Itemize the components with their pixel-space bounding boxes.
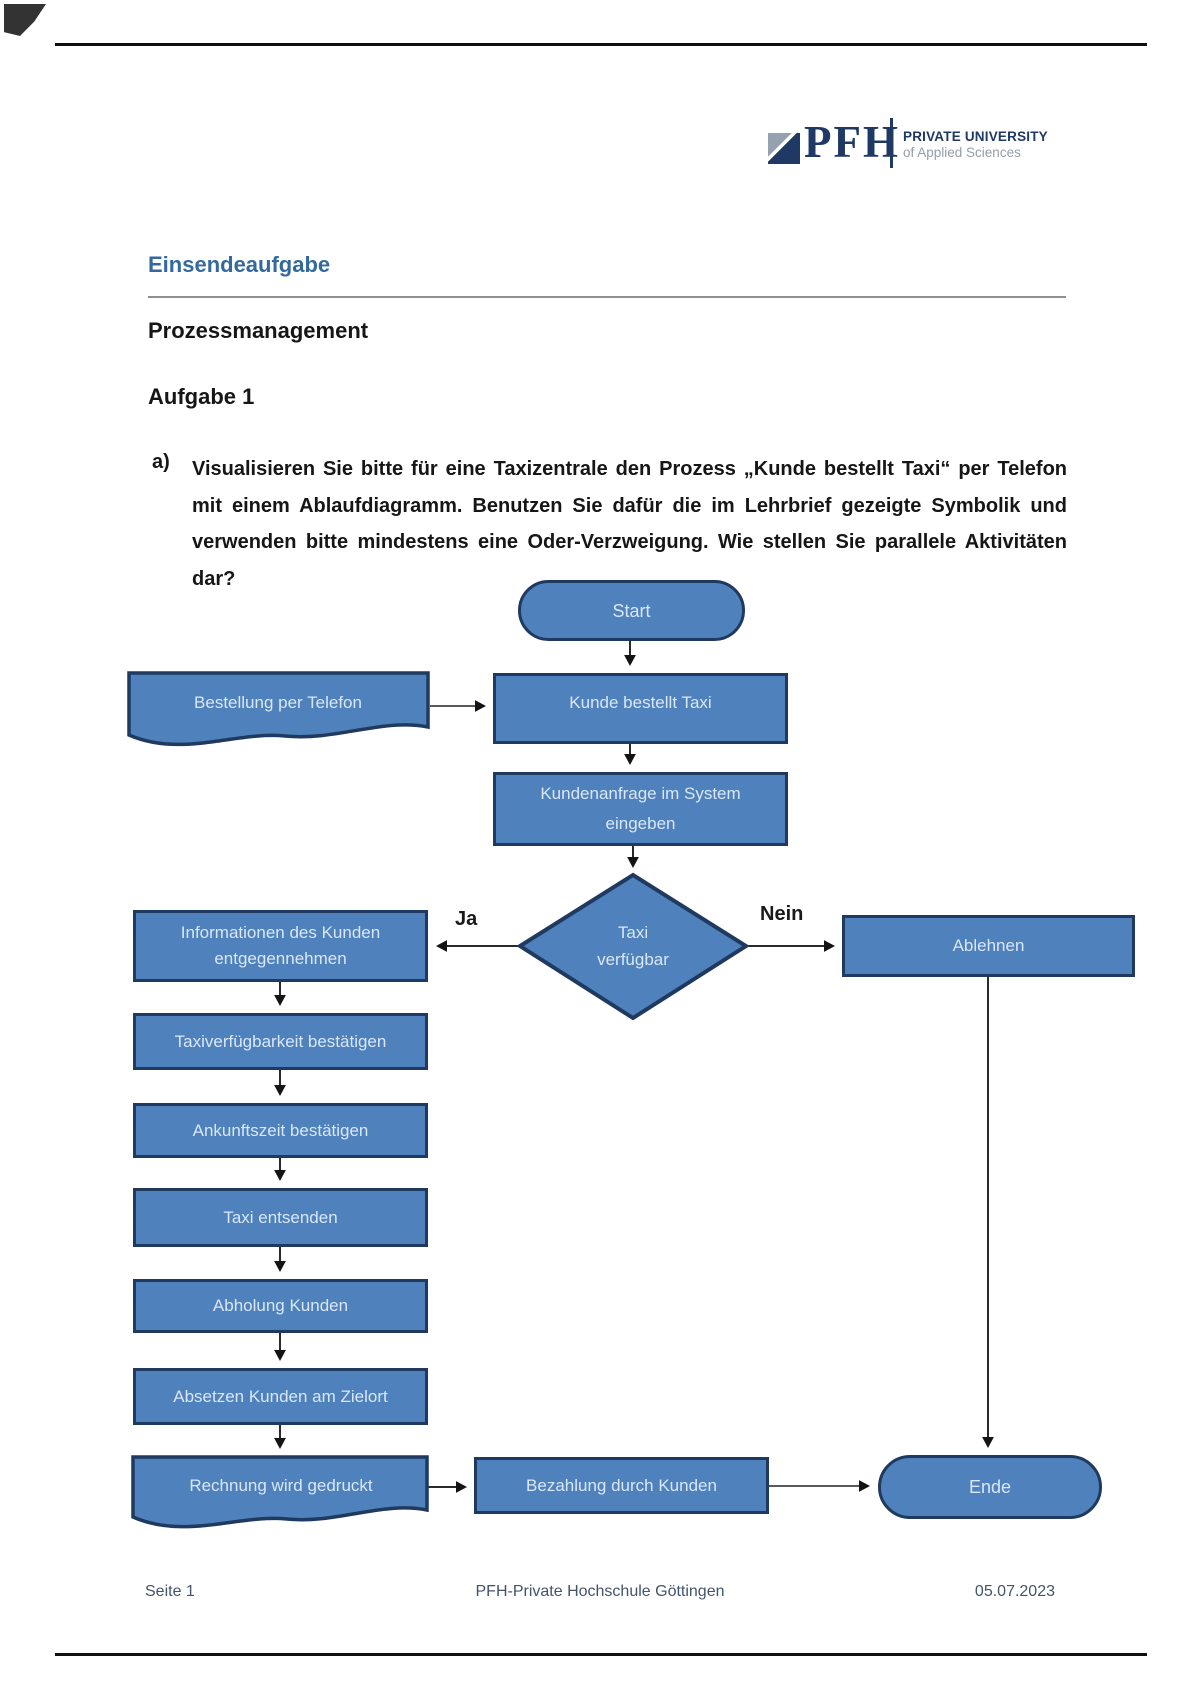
- flow-doc-bestellung-shape: [127, 671, 430, 747]
- flow-node-taxi-entsenden-label: Taxi entsenden: [223, 1207, 338, 1227]
- course-title: Prozessmanagement: [148, 318, 369, 343]
- task-a-text: Visualisieren Sie bitte für eine Taxizen…: [192, 458, 1067, 590]
- flow-node-kunde-bestellt-taxi-label: Kunde bestellt Taxi: [569, 692, 712, 712]
- flow-node-taxiverfuegbarkeit: Taxiverfügbarkeit bestätigen: [133, 1013, 428, 1070]
- decision-label-line2: verfügbar: [597, 950, 669, 969]
- flow-node-bezahlung: Bezahlung durch Kunden: [474, 1457, 769, 1514]
- pfh-logo-icon: [768, 133, 800, 164]
- flow-node-informationen-label: Informationen des Kunden entgegennehmen: [180, 923, 381, 968]
- footer-institution: PFH-Private Hochschule Göttingen: [475, 1583, 725, 1600]
- flow-node-start-label: Start: [612, 600, 651, 621]
- logo-subtitle-line1: PRIVATE UNIVERSITY: [903, 129, 1048, 144]
- footer-date: 05.07.2023: [974, 1583, 1055, 1600]
- flow-node-ende-label: Ende: [968, 1477, 1012, 1497]
- flow-node-ablehnen-label: Ablehnen: [952, 936, 1025, 955]
- flow-node-bezahlung-label: Bezahlung durch Kunden: [526, 1475, 717, 1495]
- task-a-marker: a): [152, 451, 170, 473]
- pfh-logo-acronym: PFH: [804, 117, 900, 167]
- flow-node-ankunftszeit: Ankunftszeit bestätigen: [133, 1103, 428, 1158]
- flow-node-abholung: Abholung Kunden: [133, 1279, 428, 1333]
- footer-page-number: Seite 1: [145, 1583, 195, 1600]
- flow-node-ankunftszeit-label: Ankunftszeit bestätigen: [192, 1120, 369, 1140]
- branch-label-ja: Ja: [455, 908, 478, 930]
- decision-label-line1: Taxi: [617, 923, 649, 942]
- flow-doc-rechnung-label: Rechnung wird gedruckt: [189, 1476, 373, 1495]
- flow-node-absetzen-label: Absetzen Kunden am Zielort: [173, 1386, 388, 1406]
- flow-node-ende: Ende: [878, 1455, 1102, 1519]
- document-type-title: Einsendeaufgabe: [148, 252, 331, 277]
- flow-node-abholung-label: Abholung Kunden: [212, 1296, 349, 1315]
- flow-node-absetzen: Absetzen Kunden am Zielort: [133, 1368, 428, 1425]
- flow-node-kundenanfrage-label: Kundenanfrage im System eingeben: [540, 784, 741, 833]
- flow-node-taxi-entsenden: Taxi entsenden: [133, 1188, 428, 1247]
- flow-node-taxiverfuegbarkeit-label: Taxiverfügbarkeit bestätigen: [174, 1031, 387, 1051]
- logo-subtitle-line2: of Applied Sciences: [903, 145, 1021, 160]
- logo-divider: [890, 118, 893, 168]
- flow-decision-taxi-verfuegbar-label: Taxi verfügbar: [548, 898, 718, 994]
- flow-node-kundenanfrage: Kundenanfrage im System eingeben: [493, 772, 788, 846]
- flow-doc-bestellung-label: Bestellung per Telefon: [194, 693, 362, 712]
- flow-node-kunde-bestellt-taxi: Kunde bestellt Taxi: [493, 673, 788, 744]
- title-underline: [148, 296, 1066, 298]
- top-border-line: [55, 43, 1147, 46]
- flow-doc-rechnung-shape: [131, 1455, 429, 1529]
- bottom-border-line: [55, 1653, 1147, 1656]
- flow-node-start: Start: [518, 580, 745, 641]
- flow-node-ablehnen: Ablehnen: [842, 915, 1135, 977]
- flow-node-informationen: Informationen des Kunden entgegennehmen: [133, 910, 428, 982]
- task-heading: Aufgabe 1: [148, 384, 255, 409]
- branch-label-nein: Nein: [760, 903, 804, 925]
- flow-decision-taxi-verfuegbar-shape: [516, 872, 750, 1021]
